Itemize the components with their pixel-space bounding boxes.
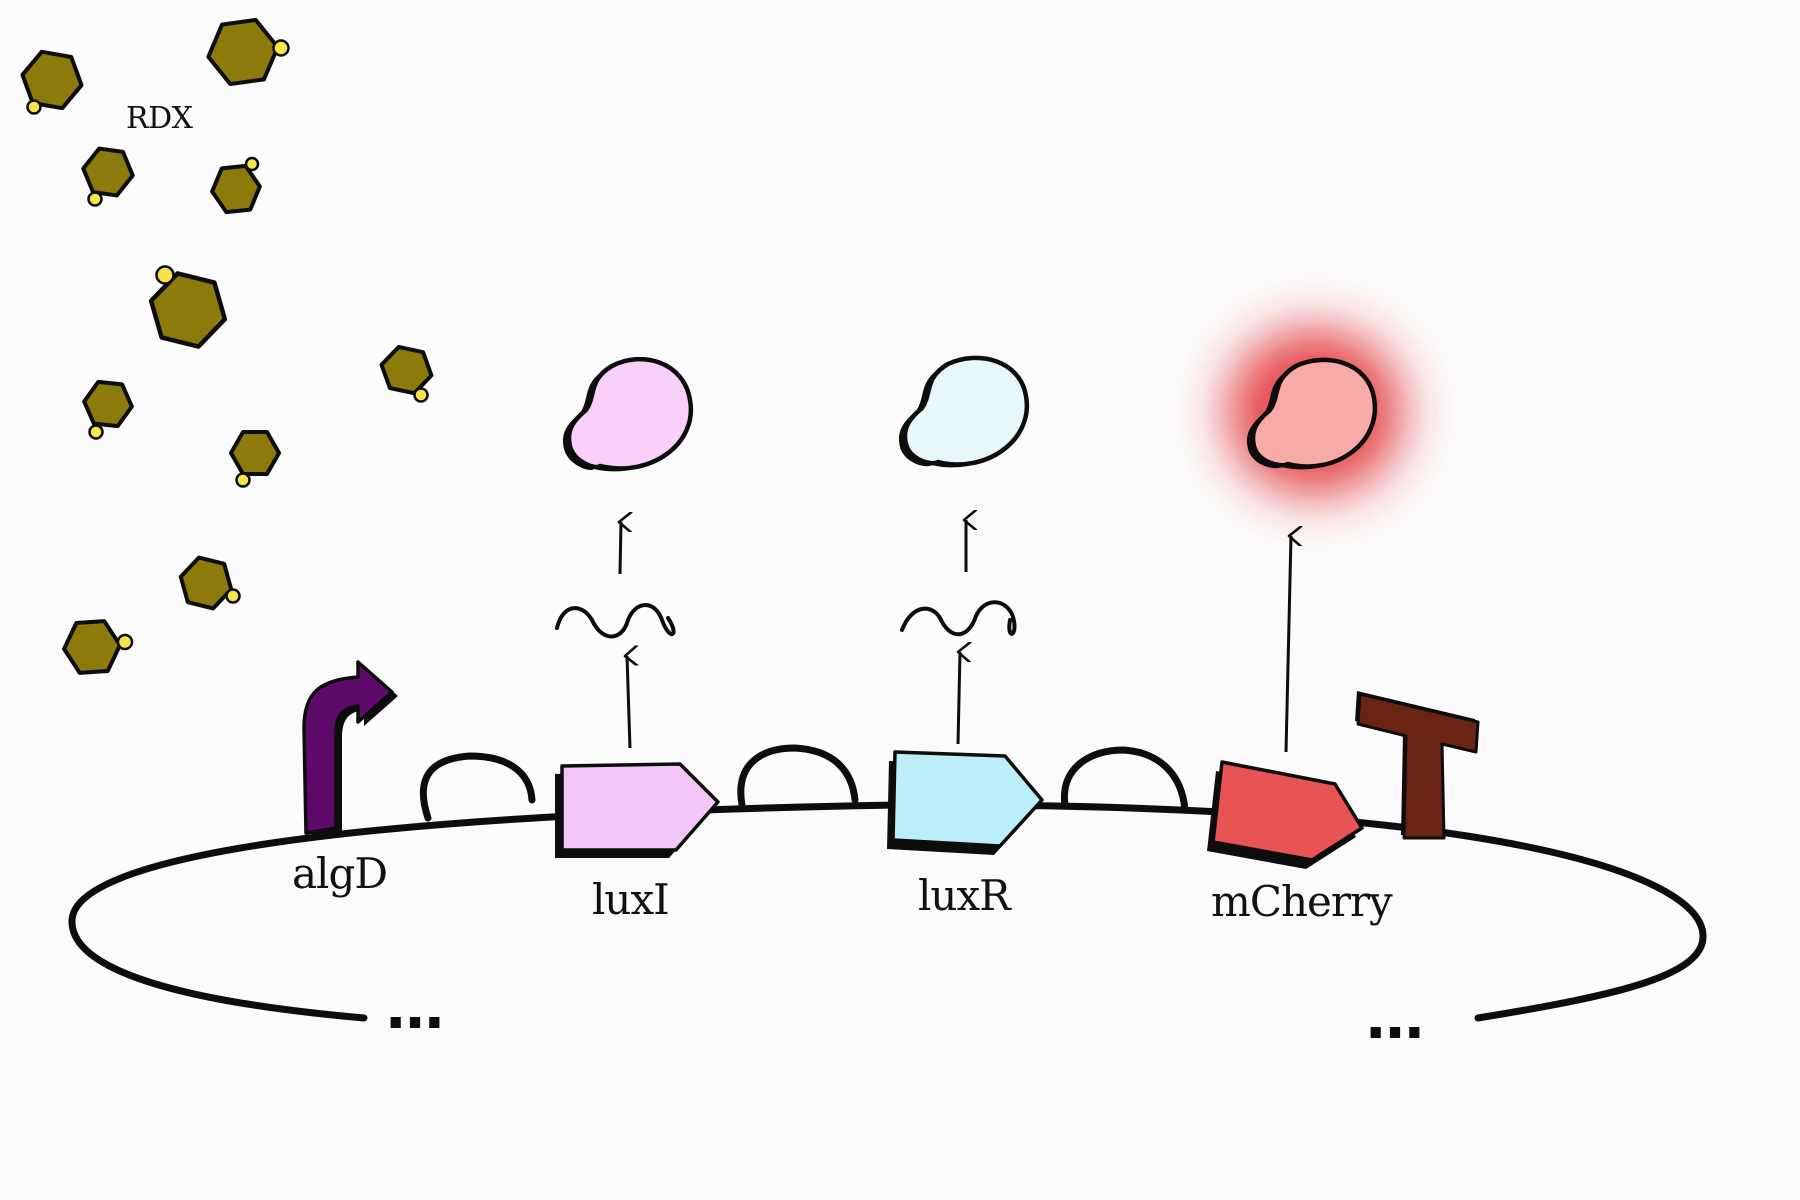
rdx-hexagon-icon bbox=[178, 555, 241, 611]
luxr-label: luxR bbox=[918, 871, 1012, 920]
luxr-protein-fill bbox=[902, 355, 1030, 467]
rbs-arc-2 bbox=[737, 744, 859, 809]
rdx-hexagon-icon bbox=[229, 430, 281, 488]
luxr-gene: luxR bbox=[887, 750, 1044, 920]
rbs-arc-3 bbox=[1060, 746, 1189, 814]
terminator-fill bbox=[1356, 692, 1480, 840]
algd-label: algD bbox=[292, 849, 387, 898]
rbs-arc-1 bbox=[419, 752, 536, 822]
rdx-hexagon-icon bbox=[81, 146, 135, 207]
rdx-label: RDX bbox=[126, 101, 194, 136]
mcherry-cds-block bbox=[1211, 760, 1364, 862]
rdx-hexagon-icon bbox=[82, 379, 134, 440]
mcherry-gene: mCherry bbox=[1207, 760, 1394, 926]
rdx-hexagon-icon bbox=[20, 49, 84, 115]
luxr-cds-block bbox=[891, 750, 1044, 848]
mcherry-protein-icon bbox=[1227, 328, 1403, 496]
mcherry-label: mCherry bbox=[1211, 877, 1393, 926]
rdx-hexagon-icon bbox=[148, 265, 228, 349]
rdx-hexagon-icon bbox=[206, 17, 290, 87]
rdx-hexagon-icon bbox=[379, 344, 434, 403]
expression-arrows bbox=[555, 520, 1291, 753]
rdx-hexagon-icon bbox=[210, 156, 262, 215]
translation-arrow-luxi bbox=[620, 522, 621, 575]
luxr-protein-icon bbox=[898, 355, 1030, 468]
rdx-molecules: RDX bbox=[20, 17, 434, 675]
plasmid-ellipsis-left: … bbox=[386, 974, 444, 1042]
mcherry-protein-fill bbox=[1250, 357, 1378, 469]
expression-arrow-mcherry bbox=[1284, 536, 1291, 753]
algd-promoter-arrow-icon: algD bbox=[292, 660, 398, 898]
mrna-squiggle-luxi bbox=[555, 603, 676, 639]
luxi-label: luxI bbox=[592, 875, 669, 924]
plasmid-ellipsis-right: … bbox=[1366, 984, 1424, 1052]
luxi-cds-block bbox=[560, 762, 720, 852]
mrna-squiggle-luxr bbox=[900, 600, 1017, 637]
transcription-arrow-luxi bbox=[627, 656, 630, 749]
luxi-gene: luxI bbox=[555, 762, 720, 924]
rbs-arcs bbox=[419, 744, 1189, 822]
promoter-fill bbox=[302, 660, 394, 835]
luxi-protein-icon bbox=[562, 356, 694, 472]
rdx-hexagon-icon bbox=[62, 619, 134, 675]
terminator-icon bbox=[1355, 691, 1480, 840]
transcription-arrow-luxr bbox=[956, 652, 960, 745]
luxi-protein-fill bbox=[566, 356, 694, 471]
